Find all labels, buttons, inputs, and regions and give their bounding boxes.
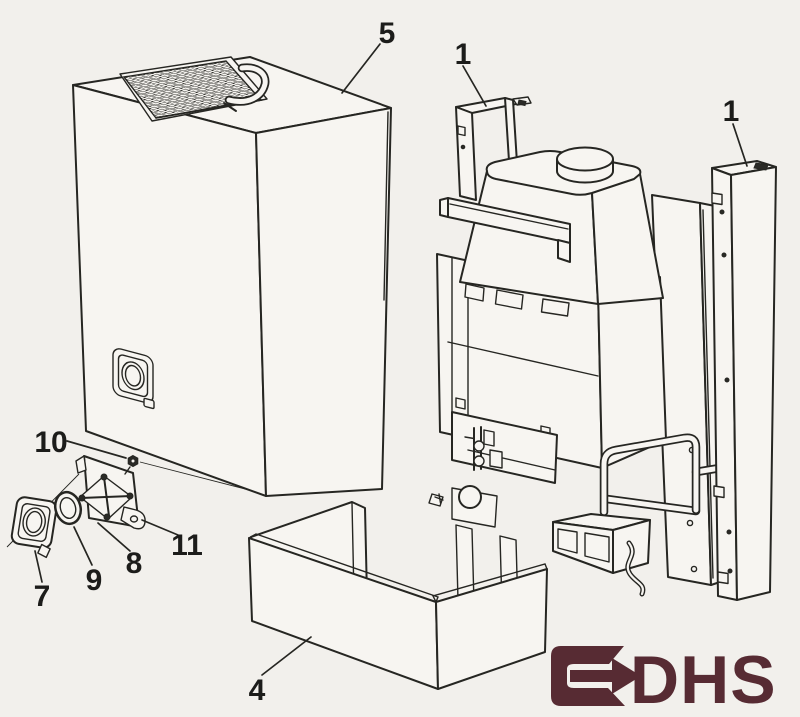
nut-part	[124, 454, 139, 475]
outer-case-part	[72, 56, 392, 497]
control-box-part	[552, 513, 651, 597]
top-bracket-part	[455, 96, 532, 201]
pump-part	[428, 485, 498, 528]
callout-gasket: 8	[126, 547, 143, 580]
callout-base-tray: 4	[249, 674, 266, 707]
mounting-plate-part	[75, 455, 146, 530]
callout-bracket-plate: 11	[171, 529, 203, 562]
base-tray-part	[248, 501, 548, 690]
front-rail-part	[439, 197, 571, 263]
callout-top-bracket: 1	[455, 38, 472, 71]
arrow-right-icon	[551, 646, 641, 706]
callout-nut: 10	[34, 426, 67, 459]
callout-side-rail: 1	[723, 95, 740, 128]
callout-case: 5	[379, 17, 396, 50]
logo-text: DHS	[630, 642, 777, 717]
dhs-logo: DHS	[551, 642, 777, 717]
sealing-ring-part	[53, 490, 83, 526]
draught-hood-part	[459, 146, 664, 317]
callout-escutcheon: 7	[34, 580, 51, 613]
pipework	[599, 433, 725, 517]
side-rail-part	[711, 160, 777, 601]
flue-collar-part	[556, 146, 614, 184]
leader-lines	[34, 43, 748, 676]
control-panel-part	[451, 411, 558, 484]
case-viewport	[112, 348, 155, 410]
callout-ring: 9	[86, 564, 103, 597]
case-strap	[223, 63, 270, 112]
escutcheon-plate-part	[10, 496, 58, 559]
